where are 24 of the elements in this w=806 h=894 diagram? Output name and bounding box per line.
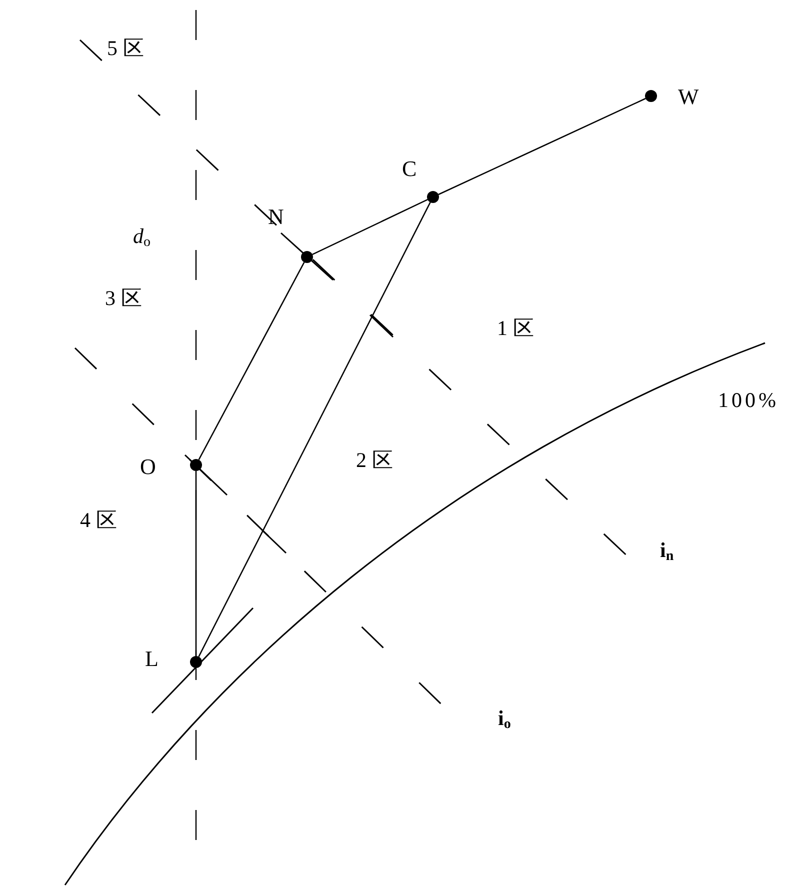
point-dot xyxy=(301,251,313,263)
point-label: L xyxy=(145,648,158,670)
line xyxy=(312,199,428,255)
point-label: C xyxy=(402,158,417,180)
point-dot xyxy=(645,90,657,102)
zone-label: i$_{n}$ xyxy=(660,540,674,564)
zone-label: 100% xyxy=(718,390,779,411)
zone-label: 3 区 xyxy=(105,288,142,309)
line xyxy=(195,471,197,656)
line xyxy=(198,202,431,657)
point-dot xyxy=(190,656,202,668)
zone-label: 5 区 xyxy=(107,38,144,59)
point-label: N xyxy=(268,206,284,228)
zone-label: 1 区 xyxy=(497,318,534,339)
zone-label: d$_{o}$ xyxy=(133,226,150,250)
line xyxy=(438,98,646,196)
line xyxy=(198,262,305,460)
point-label: O xyxy=(140,456,156,478)
point-dot xyxy=(427,191,439,203)
zone-label: 2 区 xyxy=(356,450,393,471)
point-label: W xyxy=(678,86,699,108)
zone-label: 4 区 xyxy=(80,510,117,531)
zone-label: i$_{o}$ xyxy=(498,708,511,732)
point-dot xyxy=(190,459,202,471)
